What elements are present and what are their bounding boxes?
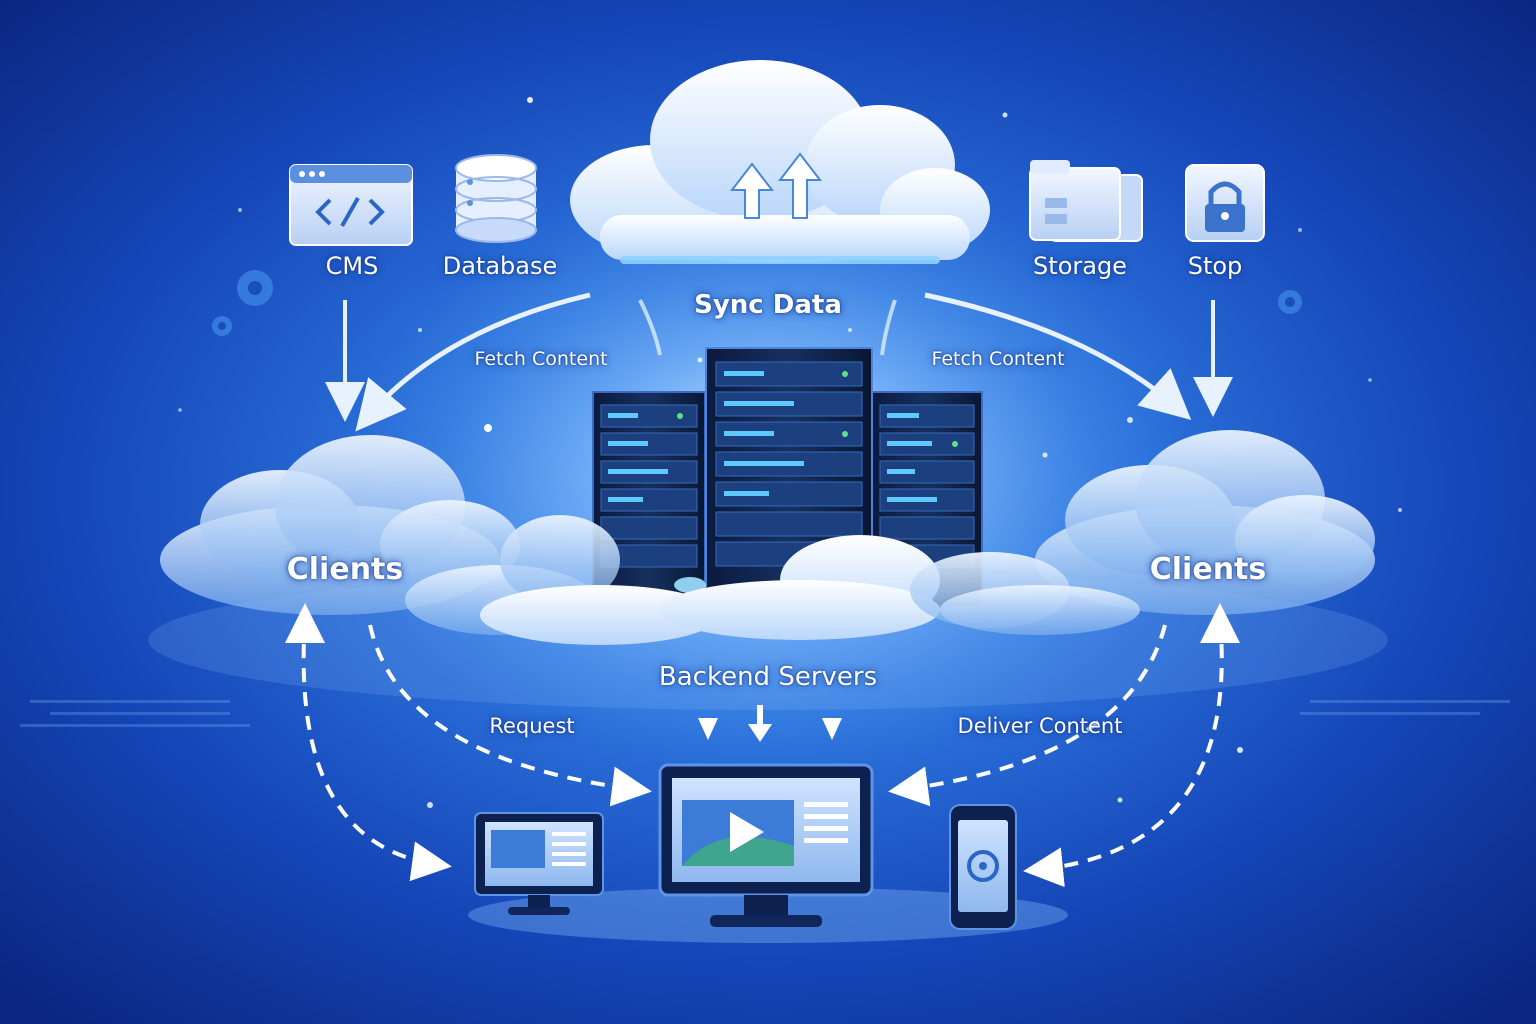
request-arrow bbox=[368, 624, 652, 807]
node-clients-right-label: Clients bbox=[1149, 552, 1267, 587]
gear-icon bbox=[212, 270, 1302, 336]
node-clients-left-label: Clients bbox=[286, 552, 404, 587]
code-window-icon bbox=[289, 164, 413, 246]
binary-texture bbox=[20, 700, 1510, 727]
server-cloud-base bbox=[405, 515, 1140, 645]
fetch-arrow-right bbox=[924, 292, 1192, 420]
deliver-arrow bbox=[888, 624, 1167, 807]
edge-deliver-label: Deliver Content bbox=[957, 714, 1123, 738]
video-monitor-icon bbox=[658, 763, 874, 927]
cloud-upload-icon bbox=[570, 60, 990, 264]
node-sync-label: Sync Data bbox=[694, 290, 842, 320]
node-backend-label: Backend Servers bbox=[658, 662, 878, 692]
edge-fetch-left-label: Fetch Content bbox=[474, 348, 608, 370]
database-icon bbox=[455, 154, 537, 243]
clients-cloud-right bbox=[1035, 430, 1375, 615]
edge-fetch-right-label: Fetch Content bbox=[931, 348, 1065, 370]
desktop-icon bbox=[474, 812, 604, 915]
left-loop-arrow bbox=[301, 619, 452, 882]
node-stop-label: Stop bbox=[1187, 252, 1243, 280]
sync-beam-right bbox=[880, 299, 897, 356]
smartphone-icon bbox=[949, 804, 1017, 930]
sparkles bbox=[178, 97, 1402, 808]
sync-beam-left bbox=[638, 299, 662, 356]
node-database-label: Database bbox=[442, 252, 558, 280]
folder-icon bbox=[1029, 160, 1143, 242]
node-cms-label: CMS bbox=[325, 252, 379, 280]
right-loop-arrow bbox=[1023, 619, 1224, 888]
fetch-arrow-left bbox=[355, 292, 591, 432]
lock-icon bbox=[1185, 164, 1265, 242]
node-storage-label: Storage bbox=[1033, 252, 1127, 280]
edge-request-label: Request bbox=[489, 714, 575, 738]
backend-down-arrows bbox=[698, 705, 842, 742]
